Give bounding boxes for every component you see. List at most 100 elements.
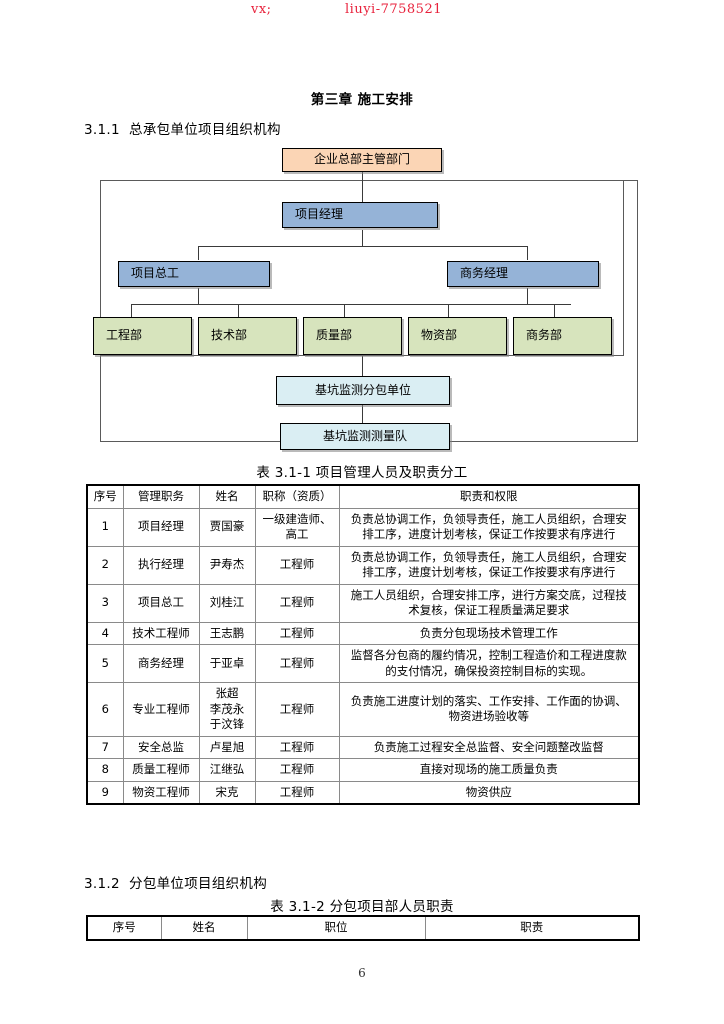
cell-no: 7 [86,735,124,760]
cell-duty: 负责总协调工作，负领导责任，施工人员组织，合理安排工序，进度计划考核，保证工作按… [338,507,640,547]
cell-name: 卢星旭 [198,735,256,760]
cell-no: 8 [86,758,124,782]
connector-dept-4 [448,304,449,317]
cell-title: 工程师 [254,545,340,585]
page-number: 6 [358,966,366,980]
cell-no: 9 [86,780,124,805]
cell-no: 3 [86,583,124,623]
watermark-right-text: liuyi-7758521 [345,2,442,17]
org-node-department-materials-label: 物资部 [421,328,458,343]
cell-title: 工程师 [254,735,340,760]
watermark-left-text: vx; [251,2,272,17]
table-2-header-duty: 职责 [424,915,640,941]
org-node-headquarters: 企业总部主管部门 [282,148,442,172]
table-1-body: 1 项目经理 贾国豪 一级建造师、高工 负责总协调工作，负领导责任，施工人员组织… [86,507,640,805]
section-heading-311: 3.1.1 总承包单位项目组织机构 [84,122,281,138]
org-node-monitoring-survey-team: 基坑监测测量队 [280,423,450,450]
connector-dept-1 [131,304,132,317]
table-1-header-duty: 职责和权限 [338,484,640,509]
org-node-commercial-manager-label: 商务经理 [460,266,509,281]
table-row: 1 项目经理 贾国豪 一级建造师、高工 负责总协调工作，负领导责任，施工人员组织… [86,507,640,547]
table-row: 7 安全总监 卢星旭 工程师 负责施工过程安全总监督、安全问题整改监督 [86,735,640,760]
cell-title: 一级建造师、高工 [254,507,340,547]
cell-duty: 物资供应 [338,780,640,805]
org-node-project-manager-label: 项目经理 [295,207,344,222]
cell-post: 安全总监 [122,735,200,760]
org-node-department-engineering: 工程部 [93,317,192,355]
cell-duty: 直接对现场的施工质量负责 [338,758,640,782]
org-node-department-technology-label: 技术部 [211,328,248,343]
cell-name: 尹寿杰 [198,545,256,585]
table-row: 5 商务经理 于亚卓 工程师 监督各分包商的履约情况，控制工程造价和工程进度款的… [86,644,640,684]
cell-post: 项目经理 [122,507,200,547]
cell-name: 宋克 [198,780,256,805]
cell-post: 技术工程师 [122,621,200,646]
connector-to-chief-engineer [198,246,199,260]
cell-title: 工程师 [254,682,340,737]
cell-name: 张超 李茂永 于汶锋 [198,682,256,737]
cell-duty: 施工人员组织，合理安排工序，进行方案交底，过程技术复核，保证工程质量满足要求 [338,583,640,623]
table-1-header-no: 序号 [86,484,124,509]
table-2-caption: 表 3.1-2 分包项目部人员职责 [270,899,454,915]
cell-duty: 负责施工过程安全总监督、安全问题整改监督 [338,735,640,760]
cell-name: 江继弘 [198,758,256,782]
cell-no: 5 [86,644,124,684]
cell-title: 工程师 [254,621,340,646]
table-row: 6 专业工程师 张超 李茂永 于汶锋 工程师 负责施工进度计划的落实、工作安排、… [86,682,640,737]
cell-no: 6 [86,682,124,737]
cell-title: 工程师 [254,758,340,782]
org-node-department-commerce-label: 商务部 [526,328,563,343]
cell-duty: 负责施工进度计划的落实、工作安排、工作面的协调、物资进场验收等 [338,682,640,737]
table-row: 3 项目总工 刘桂江 工程师 施工人员组织，合理安排工序，进行方案交底，过程技术… [86,583,640,623]
table-1-header-title: 职称（资质） [254,484,340,509]
connector-top-to-manager [362,170,363,202]
org-node-project-manager: 项目经理 [282,202,438,228]
connector-chief-engineer-down [198,288,199,304]
org-node-chief-engineer: 项目总工 [118,261,270,287]
cell-duty: 负责分包现场技术管理工作 [338,621,640,646]
project-management-staff-table: 序号 管理职务 姓名 职称（资质） 职责和权限 1 项目经理 贾国豪 一级建造师… [86,484,640,806]
watermark-header: vx; liuyi-7758521 [0,2,724,24]
org-node-department-technology: 技术部 [198,317,297,355]
table-row: 9 物资工程师 宋克 工程师 物资供应 [86,780,640,805]
table-1-caption: 表 3.1-1 项目管理人员及职责分工 [256,465,468,481]
cell-name: 王志鹏 [198,621,256,646]
org-node-monitoring-survey-team-label: 基坑监测测量队 [322,428,407,443]
connector-dept-5 [554,304,555,317]
cell-post: 专业工程师 [122,682,200,737]
cell-no: 2 [86,545,124,585]
section-heading-312: 3.1.2 分包单位项目组织机构 [84,876,268,892]
org-node-headquarters-label: 企业总部主管部门 [313,152,410,167]
cell-no: 4 [86,621,124,646]
table-1-header-row: 序号 管理职务 姓名 职称（资质） 职责和权限 [86,484,640,509]
cell-name: 于亚卓 [198,644,256,684]
table-2-header-position: 职位 [246,915,426,941]
table-row: 4 技术工程师 王志鹏 工程师 负责分包现场技术管理工作 [86,621,640,646]
cell-post: 质量工程师 [122,758,200,782]
cell-name: 刘桂江 [198,583,256,623]
table-2-header-row: 序号 姓名 职位 职责 [86,915,640,941]
table-2-header-no: 序号 [86,915,162,941]
chapter-title: 第三章 施工安排 [310,92,414,108]
connector-dept-2 [238,304,239,317]
table-row: 2 执行经理 尹寿杰 工程师 负责总协调工作，负领导责任，施工人员组织，合理安排… [86,545,640,585]
org-node-commercial-manager: 商务经理 [447,261,599,287]
connector-subcontractor-to-team [362,405,363,423]
cell-duty: 监督各分包商的履约情况，控制工程造价和工程进度款的支付情况，确保投资控制目标的实… [338,644,640,684]
connector-commercial-manager-down [527,288,528,304]
connector-manager-down [362,230,363,246]
org-node-department-materials: 物资部 [408,317,507,355]
table-row: 8 质量工程师 江继弘 工程师 直接对现场的施工质量负责 [86,758,640,782]
connector-manager-split [198,246,528,247]
org-node-department-quality-label: 质量部 [316,328,353,343]
org-chart: 企业总部主管部门 项目经理 项目总工 商务经理 工程部 技术部 质量部 物资部 … [86,140,638,450]
org-node-monitoring-subcontractor-label: 基坑监测分包单位 [314,382,411,397]
cell-no: 1 [86,507,124,547]
cell-title: 工程师 [254,644,340,684]
table-1-header-post: 管理职务 [122,484,200,509]
cell-title: 工程师 [254,583,340,623]
connector-to-subcontractor [362,356,363,376]
org-node-department-commerce: 商务部 [513,317,612,355]
connector-dept-3 [344,304,345,317]
